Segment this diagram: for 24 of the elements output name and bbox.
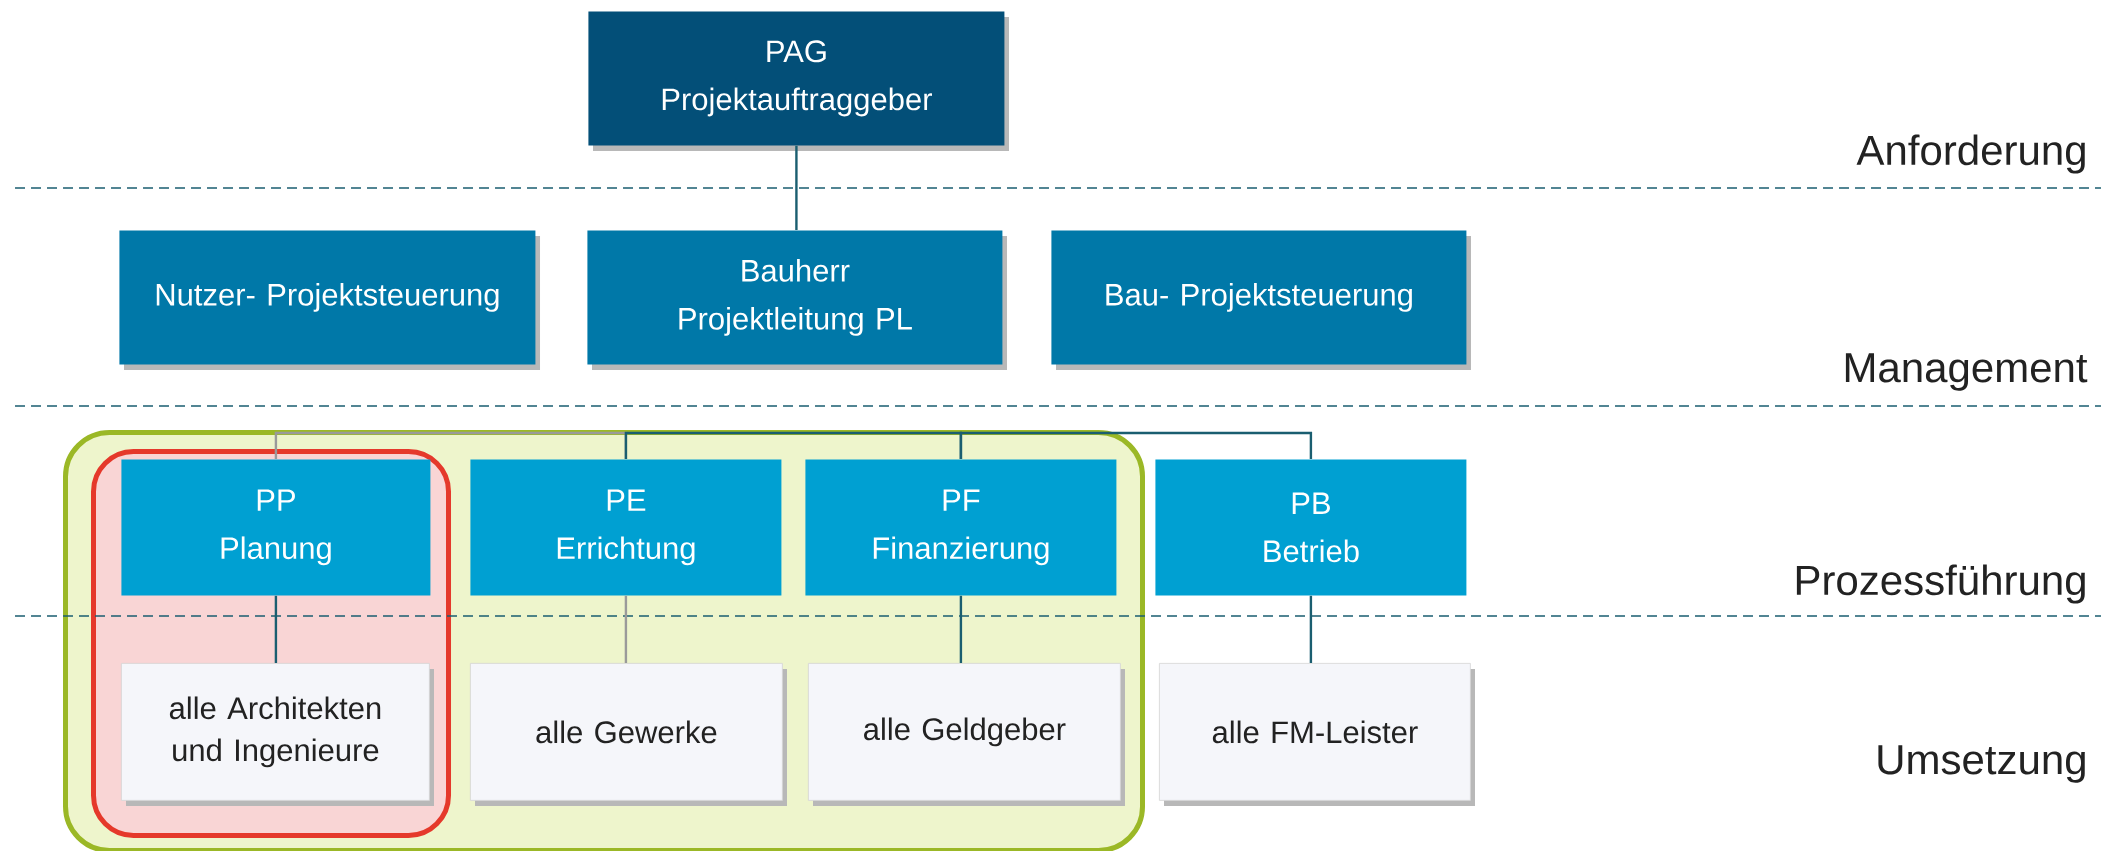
connector-line [959, 595, 963, 663]
process-box: PB Betrieb [1155, 459, 1467, 596]
connector-line [1309, 595, 1313, 663]
row-label: Anforderung [1856, 134, 2085, 174]
team-box: alle Architekten und Ingenieure [121, 663, 434, 806]
process-box: PP Planung [121, 459, 431, 596]
connector-line [959, 431, 1313, 459]
org-box: Bauherr Projektleitung PL [587, 230, 1007, 370]
connector-line [274, 595, 278, 663]
org-box: Bau- Projektsteuerung [1051, 230, 1471, 370]
row-label: Umsetzung [1878, 745, 2085, 783]
connector-line [624, 595, 628, 663]
row-label: Prozessführung [1796, 564, 2085, 604]
connector-line [795, 145, 798, 230]
org-box: Nutzer- Projektsteuerung [119, 230, 540, 370]
process-box: PF Finanzierung [805, 459, 1117, 596]
org-box: PAG Projektauftraggeber [588, 11, 1009, 151]
team-box: alle Gewerke [470, 663, 787, 806]
connector-line [274, 431, 628, 459]
team-box: alle FM-Leister [1159, 663, 1475, 806]
process-box: PE Errichtung [470, 459, 782, 596]
connector-line [624, 431, 963, 459]
row-label: Management [1845, 353, 2088, 391]
team-box: alle Geldgeber [808, 663, 1125, 806]
